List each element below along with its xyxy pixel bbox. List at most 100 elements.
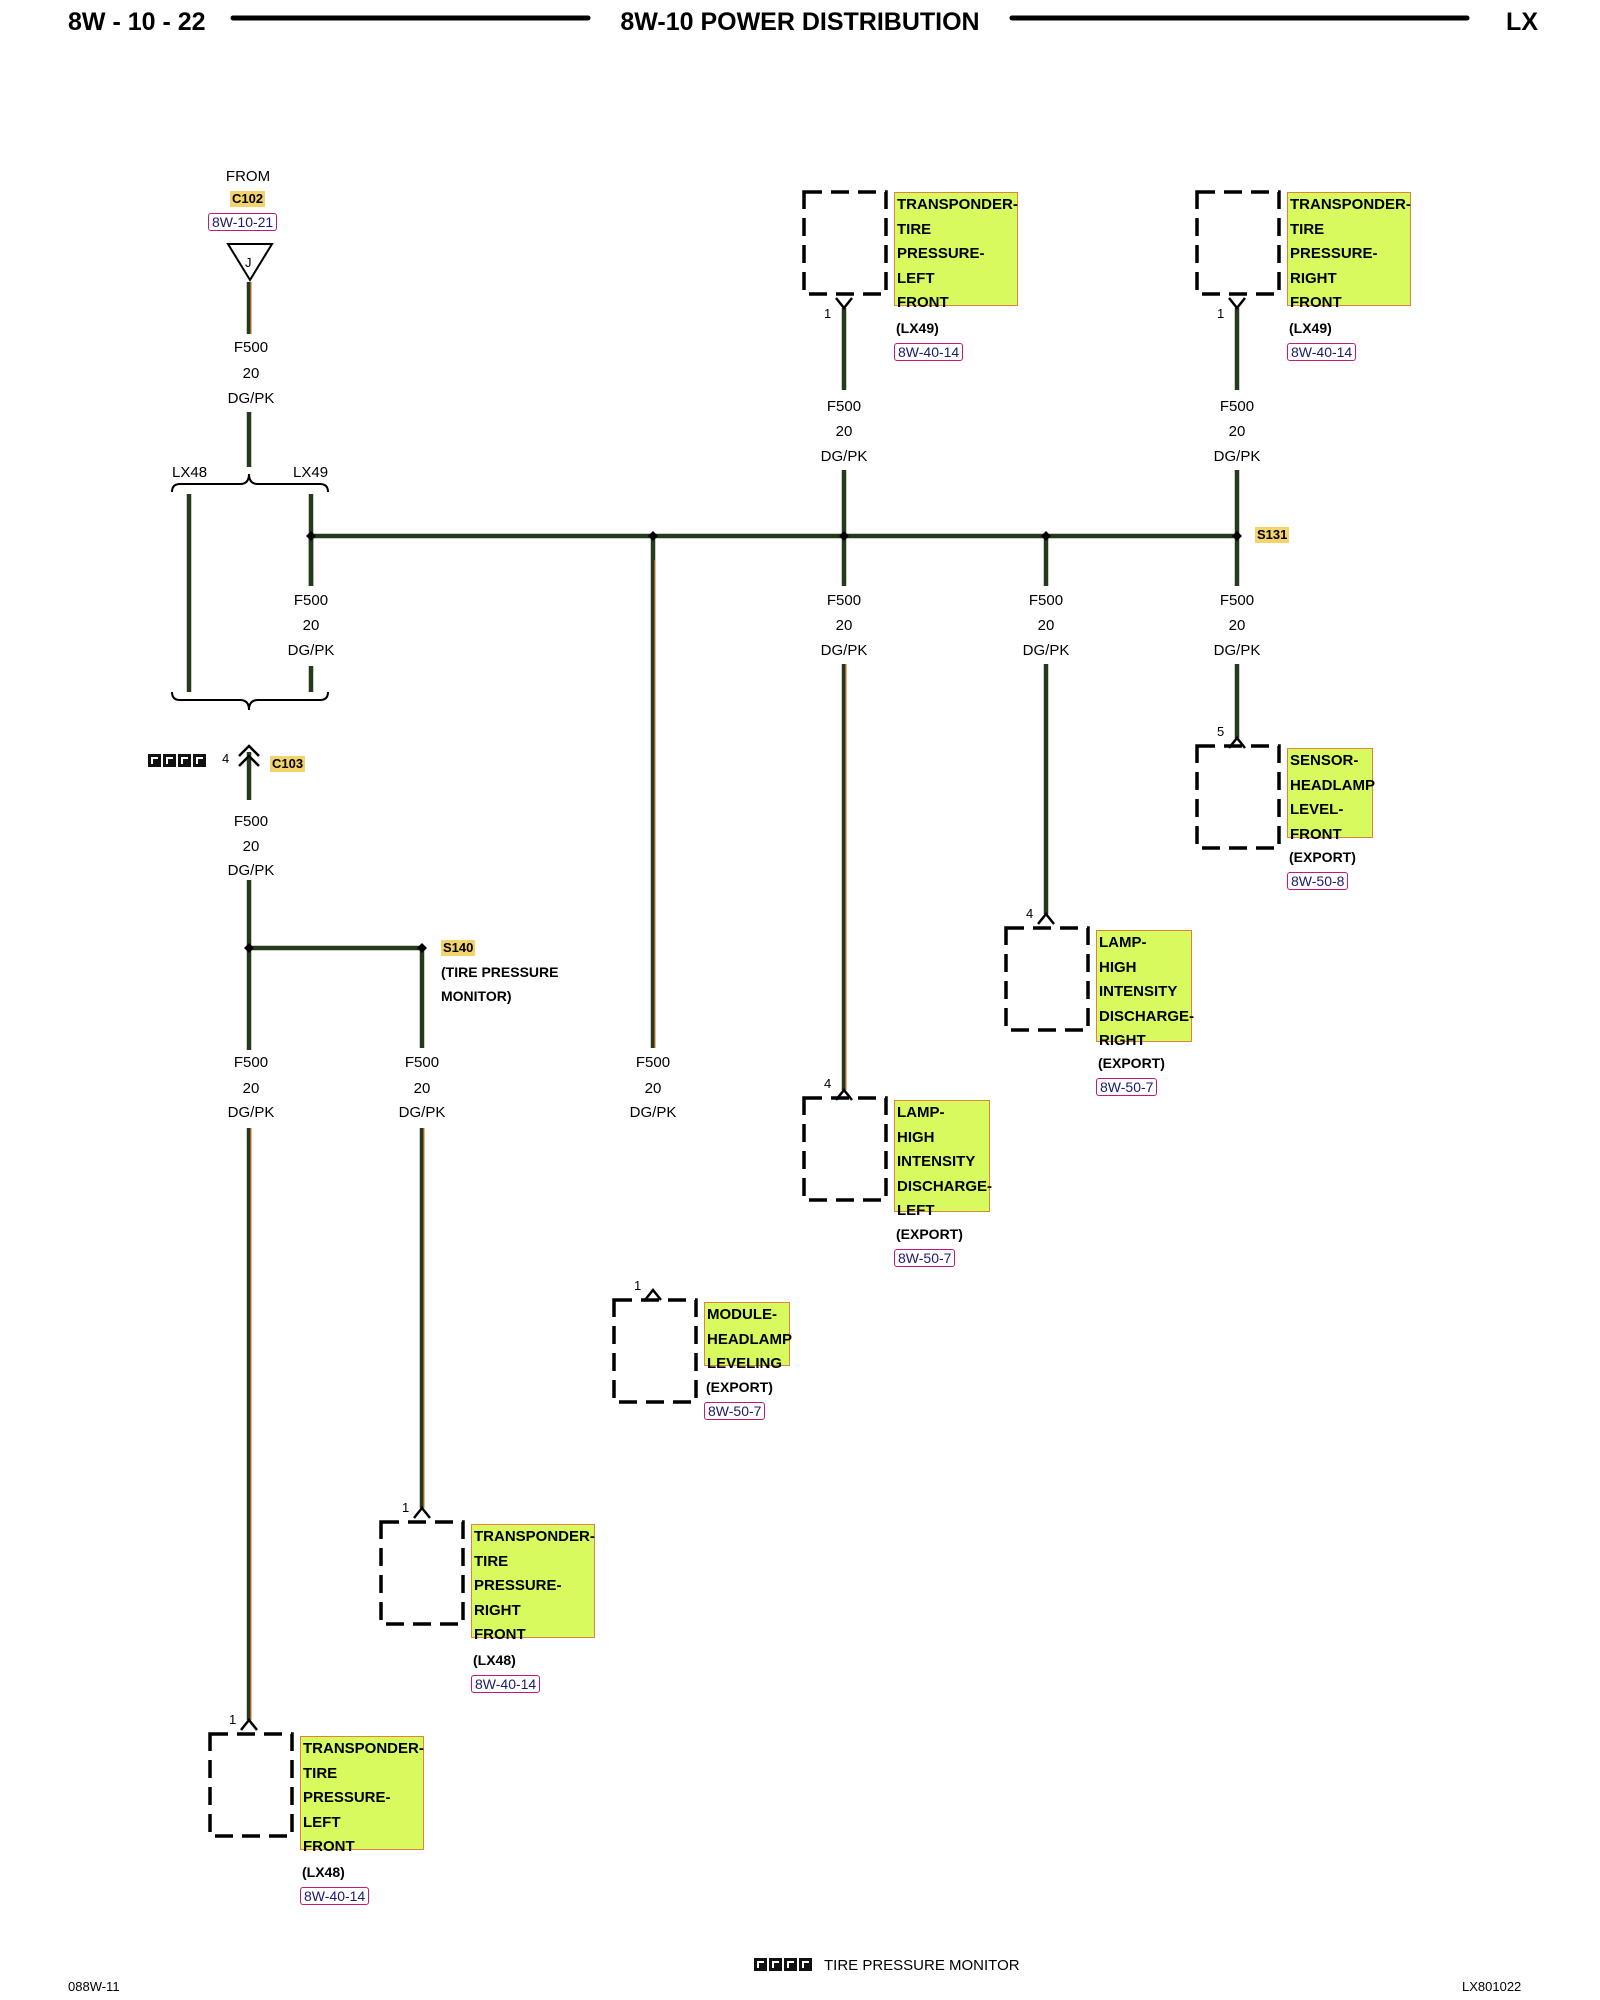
wire-color: DG/PK: [227, 1104, 275, 1121]
wire-gauge: 20: [835, 423, 853, 440]
wire-gauge: 20: [835, 617, 853, 634]
c102-terminal-icon: [226, 243, 274, 282]
wire-gauge: 20: [242, 365, 260, 382]
component-variant: (LX49): [896, 320, 939, 336]
s131-splice-label: S131: [1255, 527, 1290, 543]
wire-circuit: F500: [233, 339, 269, 356]
s140-desc: MONITOR): [441, 988, 512, 1004]
wire-circuit: F500: [293, 592, 329, 609]
page-title: 8W-10 POWER DISTRIBUTION: [620, 8, 980, 36]
tp-lf-lx49-box: [802, 190, 888, 296]
wire-color: DG/PK: [1213, 448, 1261, 465]
s140-desc: (TIRE PRESSURE: [441, 964, 559, 980]
legend-icons: [754, 1955, 814, 1972]
c102-cavity: J: [245, 255, 252, 270]
model-code: LX: [1506, 8, 1538, 36]
component-ref-link[interactable]: 8W-50-7: [704, 1402, 766, 1420]
legend-text: TIRE PRESSURE MONITOR: [824, 1957, 1020, 1974]
component-ref-link[interactable]: 8W-40-14: [471, 1675, 541, 1693]
component-variant: (EXPORT): [1098, 1055, 1165, 1071]
component-pin: 1: [824, 306, 832, 321]
wire-gauge: 20: [242, 1080, 260, 1097]
wire-color: DG/PK: [1022, 642, 1070, 659]
component-pin: 1: [229, 1712, 237, 1727]
wire-color: DG/PK: [1213, 642, 1261, 659]
component-ref-link[interactable]: 8W-50-7: [894, 1249, 956, 1267]
component-ref-link[interactable]: 8W-40-14: [894, 343, 964, 361]
component-pin: 1: [402, 1500, 410, 1515]
wire-circuit: F500: [826, 592, 862, 609]
s140-splice-label: S140: [441, 940, 476, 956]
wire-gauge: 20: [413, 1080, 431, 1097]
footer-left-code: 088W-11: [68, 1979, 120, 1994]
wire-color: DG/PK: [287, 642, 335, 659]
module-leveling-box: [612, 1298, 698, 1404]
wire-circuit: F500: [404, 1054, 440, 1071]
wire-color: DG/PK: [227, 390, 275, 407]
tp-rf-lx48-box: [379, 1520, 465, 1626]
branch-bracket-bottom: [171, 691, 329, 711]
wire-circuit: F500: [233, 813, 269, 830]
branch-label-lx49: LX49: [293, 464, 329, 481]
c103-pin: 4: [222, 751, 230, 766]
component-pin: 5: [1217, 724, 1225, 739]
wire-circuit: F500: [1028, 592, 1064, 609]
wire-color: DG/PK: [820, 642, 868, 659]
component-variant: (EXPORT): [706, 1379, 773, 1395]
component-ref-link[interactable]: 8W-50-7: [1096, 1078, 1158, 1096]
tp-rf-lx49-box: [1195, 190, 1281, 296]
wire-circuit: F500: [635, 1054, 671, 1071]
component-pin: 4: [1026, 906, 1034, 921]
component-pin: 4: [824, 1076, 832, 1091]
branch-label-lx48: LX48: [172, 464, 208, 481]
tire-pressure-monitor-legend-icons: [148, 751, 208, 768]
component-variant: (LX49): [1289, 320, 1332, 336]
component-variant: (LX48): [473, 1652, 516, 1668]
c102-connector-label: C102: [230, 191, 266, 207]
wire-gauge: 20: [644, 1080, 662, 1097]
wire-gauge: 20: [1228, 423, 1246, 440]
component-variant: (EXPORT): [1289, 849, 1356, 865]
wire-color: DG/PK: [227, 862, 275, 879]
footer-right-code: LX801022: [1462, 1979, 1522, 1994]
wire-circuit: F500: [1219, 592, 1255, 609]
component-pin: 1: [1217, 306, 1225, 321]
hid-left-box: [802, 1096, 888, 1202]
c102-ref-link[interactable]: 8W-10-21: [208, 213, 278, 231]
component-ref-link[interactable]: 8W-40-14: [300, 1887, 370, 1905]
c103-connector-icon: [238, 744, 260, 767]
wire-color: DG/PK: [820, 448, 868, 465]
branch-bracket-top: [171, 473, 329, 493]
wire-gauge: 20: [1037, 617, 1055, 634]
component-ref-link[interactable]: 8W-40-14: [1287, 343, 1357, 361]
wire-circuit: F500: [1219, 398, 1255, 415]
sensor-headlamp-box: [1195, 744, 1281, 850]
wire-circuit: F500: [233, 1054, 269, 1071]
hid-right-box: [1004, 926, 1090, 1032]
from-label: FROM: [225, 168, 271, 185]
wire-circuit: F500: [826, 398, 862, 415]
component-variant: (EXPORT): [896, 1226, 963, 1242]
component-pin: 1: [634, 1278, 642, 1293]
wire-color: DG/PK: [629, 1104, 677, 1121]
component-ref-link[interactable]: 8W-50-8: [1287, 872, 1349, 890]
wire-color: DG/PK: [398, 1104, 446, 1121]
page-id: 8W - 10 - 22: [68, 8, 206, 36]
component-variant: (LX48): [302, 1864, 345, 1880]
wire-gauge: 20: [302, 617, 320, 634]
tp-lf-lx48-box: [208, 1732, 294, 1838]
splice-dots: [244, 531, 1242, 953]
wire-gauge: 20: [1228, 617, 1246, 634]
wire-gauge: 20: [242, 838, 260, 855]
c103-connector-label: C103: [270, 756, 306, 772]
